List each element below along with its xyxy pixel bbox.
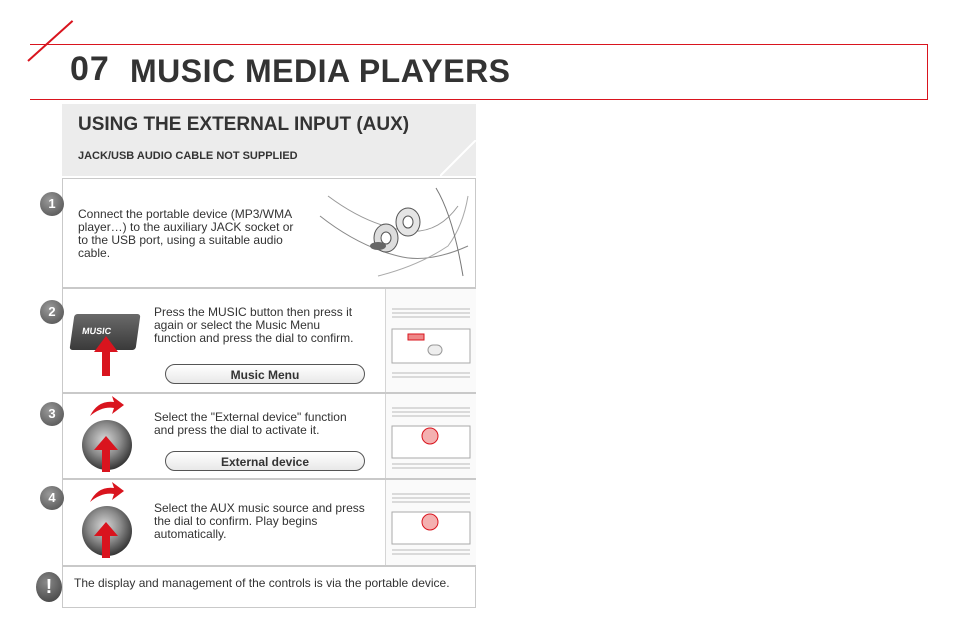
- press-arrow-icon: [94, 522, 118, 558]
- step-1-text: Connect the portable device (MP3/WMA pla…: [78, 207, 294, 260]
- radio-panel-illustration: [391, 407, 471, 469]
- rotate-arrow-icon: [90, 482, 124, 502]
- step-3-badge: 3: [40, 402, 64, 426]
- external-device-pill: External device: [165, 451, 365, 471]
- aux-socket-illustration: [319, 187, 469, 277]
- section-header: [62, 104, 476, 176]
- section-corner-decoration: [440, 140, 476, 176]
- press-arrow-icon: [94, 336, 118, 376]
- note-text: The display and management of the contro…: [74, 576, 450, 590]
- note-box: [62, 566, 476, 608]
- step-4-text: Select the AUX music source and press th…: [154, 501, 365, 541]
- step-1-badge: 1: [40, 192, 64, 216]
- chapter-header-frame: [30, 44, 928, 100]
- chapter-number: 07: [70, 50, 110, 88]
- section-title: USING THE EXTERNAL INPUT (AUX): [78, 114, 410, 135]
- step-3-control-panel: [385, 394, 476, 478]
- radio-panel-illustration: [391, 493, 471, 555]
- step-3-text: Select the "External device" function an…: [154, 410, 347, 437]
- step-2-badge: 2: [40, 300, 64, 324]
- rotate-arrow-icon: [90, 396, 124, 416]
- radio-panel-illustration: [391, 308, 471, 378]
- step-2-control-panel: [385, 289, 476, 392]
- music-button-label: MUSIC: [81, 326, 112, 336]
- step-2-text: Press the MUSIC button then press it aga…: [154, 305, 354, 345]
- music-menu-pill: Music Menu: [165, 364, 365, 384]
- step-4-control-panel: [385, 480, 476, 565]
- press-arrow-icon: [94, 436, 118, 472]
- warning-icon: !: [36, 572, 62, 602]
- step-4-badge: 4: [40, 486, 64, 510]
- chapter-title: MUSIC MEDIA PLAYERS: [130, 53, 511, 89]
- section-subtitle: JACK/USB AUDIO CABLE NOT SUPPLIED: [78, 150, 298, 162]
